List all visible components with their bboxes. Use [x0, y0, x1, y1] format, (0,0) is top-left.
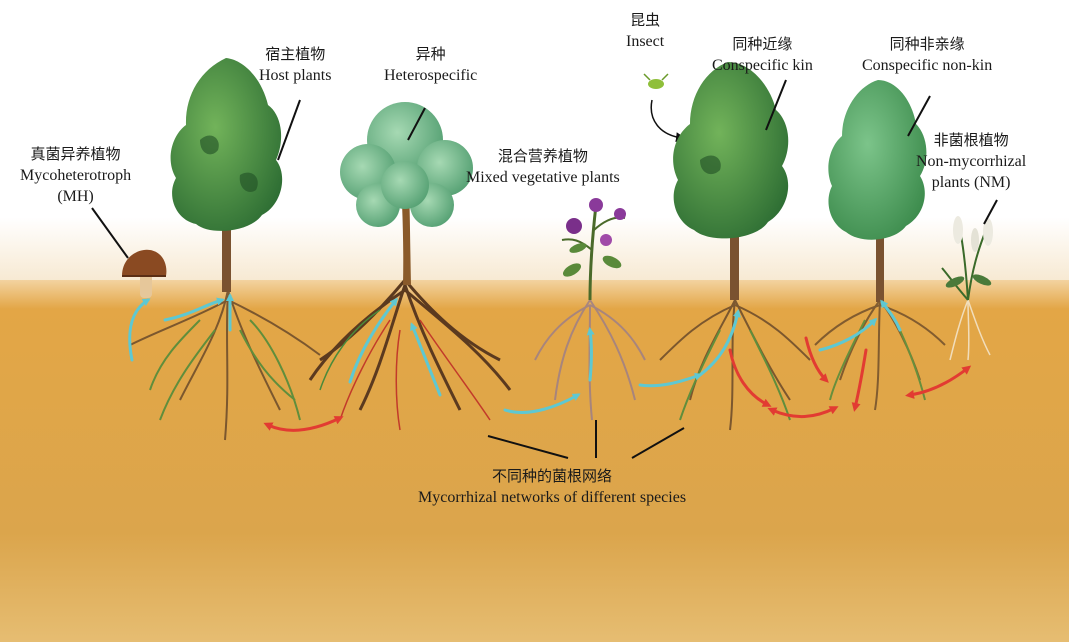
- label-conspecific-kin: 同种近缘 Conspecific kin: [712, 34, 813, 76]
- label-mycorrhizal-networks: 不同种的菌根网络 Mycorrhizal networks of differe…: [418, 466, 686, 508]
- label-conspecific-nonkin-zh: 同种非亲缘: [862, 34, 992, 55]
- label-host-plants: 宿主植物 Host plants: [259, 44, 331, 86]
- label-heterospecific-en: Heterospecific: [384, 65, 477, 86]
- label-conspecific-kin-zh: 同种近缘: [712, 34, 813, 55]
- label-heterospecific: 异种 Heterospecific: [384, 44, 477, 86]
- label-conspecific-kin-en: Conspecific kin: [712, 55, 813, 76]
- label-non-mycorrhizal-abbr: plants (NM): [916, 172, 1026, 193]
- label-insect: 昆虫 Insect: [626, 10, 664, 52]
- label-mycorrhizal-networks-en: Mycorrhizal networks of different specie…: [418, 487, 686, 508]
- label-non-mycorrhizal: 非菌根植物 Non-mycorrhizal plants (NM): [916, 130, 1026, 193]
- label-non-mycorrhizal-en: Non-mycorrhizal: [916, 151, 1026, 172]
- label-host-plants-zh: 宿主植物: [259, 44, 331, 65]
- label-mixed-vegetative-en: Mixed vegetative plants: [466, 167, 620, 188]
- label-mycoheterotroph: 真菌异养植物 Mycoheterotroph (MH): [20, 144, 131, 207]
- label-conspecific-nonkin: 同种非亲缘 Conspecific non-kin: [862, 34, 992, 76]
- label-mycoheterotroph-abbr: (MH): [20, 186, 131, 207]
- label-mycorrhizal-networks-zh: 不同种的菌根网络: [418, 466, 686, 487]
- label-mixed-vegetative-zh: 混合营养植物: [466, 146, 620, 167]
- label-conspecific-nonkin-en: Conspecific non-kin: [862, 55, 992, 76]
- label-mycoheterotroph-en: Mycoheterotroph: [20, 165, 131, 186]
- label-non-mycorrhizal-zh: 非菌根植物: [916, 130, 1026, 151]
- label-heterospecific-zh: 异种: [384, 44, 477, 65]
- label-host-plants-en: Host plants: [259, 65, 331, 86]
- label-mixed-vegetative: 混合营养植物 Mixed vegetative plants: [466, 146, 620, 188]
- label-insect-zh: 昆虫: [626, 10, 664, 31]
- label-insect-en: Insect: [626, 31, 664, 52]
- label-mycoheterotroph-zh: 真菌异养植物: [20, 144, 131, 165]
- soil-background: [0, 280, 1069, 642]
